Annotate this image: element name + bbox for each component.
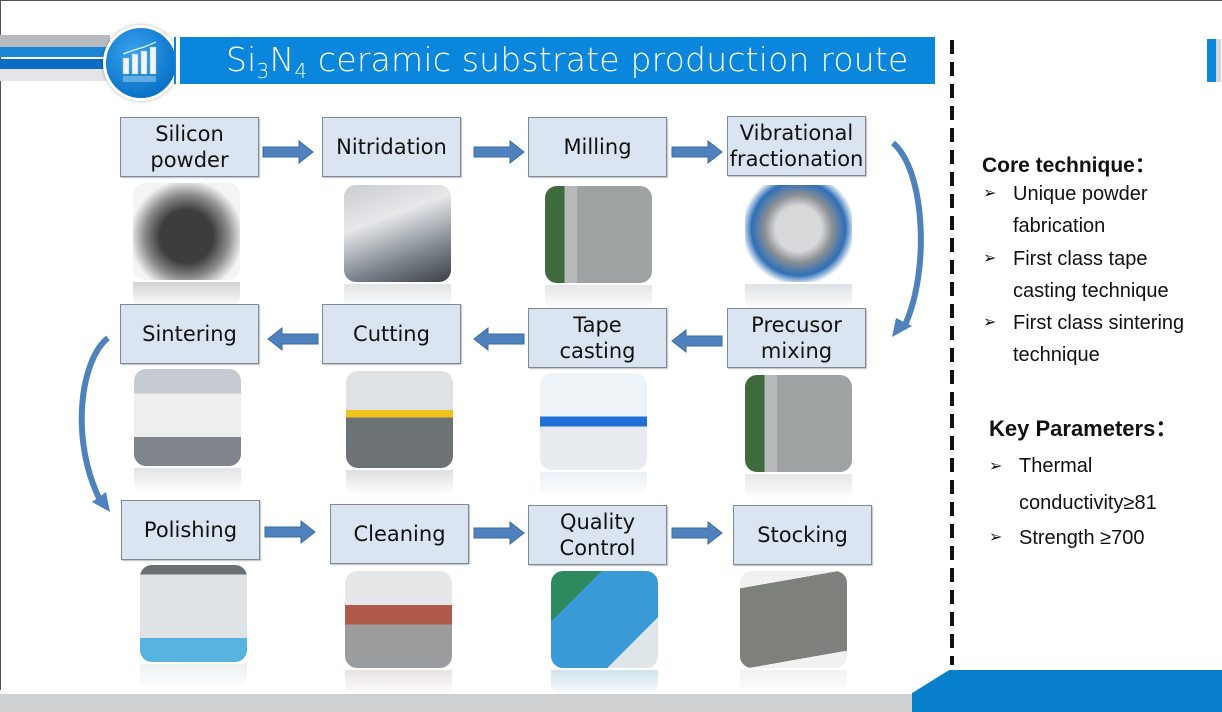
step-label: Cleaning [353, 522, 446, 546]
step-label: Polishing [143, 518, 238, 542]
tape-casting-line-photo [540, 373, 647, 470]
param-item: ➢ Thermal conductivity≥81 [989, 448, 1189, 522]
arrow-left-icon [671, 329, 723, 353]
arrowhead-bullet-icon: ➢ [989, 529, 1003, 546]
cleaning-machine-photo [345, 571, 452, 668]
step-box: Silicon powder [120, 117, 259, 177]
photo-reflection [745, 284, 852, 310]
step-box: Stocking [733, 505, 872, 565]
arrow-right-icon [473, 140, 525, 164]
step-box: Nitridation [322, 117, 461, 177]
step-box: Polishing [121, 500, 260, 560]
logo-badge [103, 25, 179, 101]
frame-top-line [0, 0, 1222, 1]
polishing-machine-photo [140, 565, 247, 662]
arrowhead-bullet-icon: ➢ [983, 314, 997, 331]
arrow-right-icon [264, 520, 316, 544]
header-ribbon-blue [0, 47, 110, 57]
step-label: Sintering [142, 322, 237, 346]
step-label: Stocking [757, 523, 848, 547]
curved-arrow-down-right-icon [890, 140, 924, 337]
step-label: Nitridation [336, 135, 447, 159]
sintering-furnace-photo [134, 369, 241, 466]
photo-reflection [134, 468, 241, 494]
arrowhead-bullet-icon: ➢ [983, 185, 997, 202]
arrow-right-icon [262, 140, 314, 164]
title-subscript-3: 3 [256, 59, 270, 83]
title-rest: ceramic substrate production route [307, 40, 909, 79]
step-box: Tape casting [528, 308, 667, 368]
photo-reflection [740, 670, 847, 696]
arrow-right-icon [671, 521, 723, 545]
photo-reflection [551, 670, 658, 696]
corner-accent-mark [1207, 39, 1221, 82]
ball-mill-photo [545, 186, 652, 283]
arrow-left-icon [267, 327, 319, 351]
param-item: ➢ Strength ≥700 [989, 522, 1209, 554]
substrate-sheets-photo [740, 571, 847, 668]
bar-chart-growth-icon [122, 41, 157, 82]
header-ribbon-blue-dark [0, 59, 110, 69]
step-box: Vibrational fractionation [727, 116, 866, 176]
cutting-press-photo [346, 371, 453, 468]
photo-reflection [545, 285, 652, 311]
title-bar: Si3N4 ceramic substrate production route [176, 37, 935, 84]
step-label: Quality Control [559, 510, 636, 560]
title-n: N [269, 40, 295, 79]
arrow-right-icon [473, 521, 525, 545]
step-label: Tape casting [559, 313, 636, 363]
step-box: Cutting [322, 304, 461, 364]
arrowhead-bullet-icon: ➢ [989, 458, 1003, 475]
step-label: Milling [563, 135, 632, 159]
arrow-right-icon [671, 140, 723, 164]
step-box: Quality Control [528, 505, 667, 565]
photo-reflection [133, 282, 240, 308]
step-label: Vibrational fractionation [729, 121, 864, 171]
photo-reflection [140, 664, 247, 690]
core-item: ➢ First class tape casting technique [983, 243, 1203, 307]
curved-arrow-down-left-icon [78, 335, 111, 512]
footer-accent [912, 670, 1222, 712]
core-technique-heading: Core technique： [982, 154, 1156, 177]
step-label: Cutting [353, 322, 430, 346]
step-label: Precusor mixing [751, 313, 842, 363]
frame-left-line [0, 0, 1, 690]
photo-reflection [540, 472, 647, 498]
title-si: Si [226, 40, 257, 79]
step-box: Milling [528, 117, 667, 177]
photo-reflection [345, 670, 452, 696]
quality-inspection-photo [551, 571, 658, 668]
nitridation-furnace-photo [344, 185, 451, 282]
header-ribbon-light [0, 69, 110, 81]
mixing-drum-photo [745, 375, 852, 472]
header-ribbon-gray [0, 35, 110, 47]
step-box: Cleaning [330, 504, 469, 564]
arrow-left-icon [473, 327, 525, 351]
arrowhead-bullet-icon: ➢ [983, 250, 997, 267]
page-title: Si3N4 ceramic substrate production route [226, 40, 909, 81]
photo-reflection [745, 474, 852, 500]
title-subscript-4: 4 [294, 59, 308, 83]
footer-bar [0, 694, 960, 712]
core-item: ➢ First class sintering technique [983, 307, 1203, 371]
step-box: Precusor mixing [727, 308, 866, 368]
step-label: Silicon powder [150, 122, 229, 172]
silicon-powder-photo [133, 183, 240, 280]
step-box: Sintering [120, 304, 259, 364]
core-item: ➢ Unique powder fabrication [983, 178, 1203, 242]
vibrating-sieve-photo [745, 185, 852, 282]
dashed-divider [950, 40, 954, 665]
flow-arrows [78, 140, 924, 545]
photo-reflection [346, 470, 453, 496]
key-parameters-heading: Key Parameters： [989, 416, 1178, 441]
